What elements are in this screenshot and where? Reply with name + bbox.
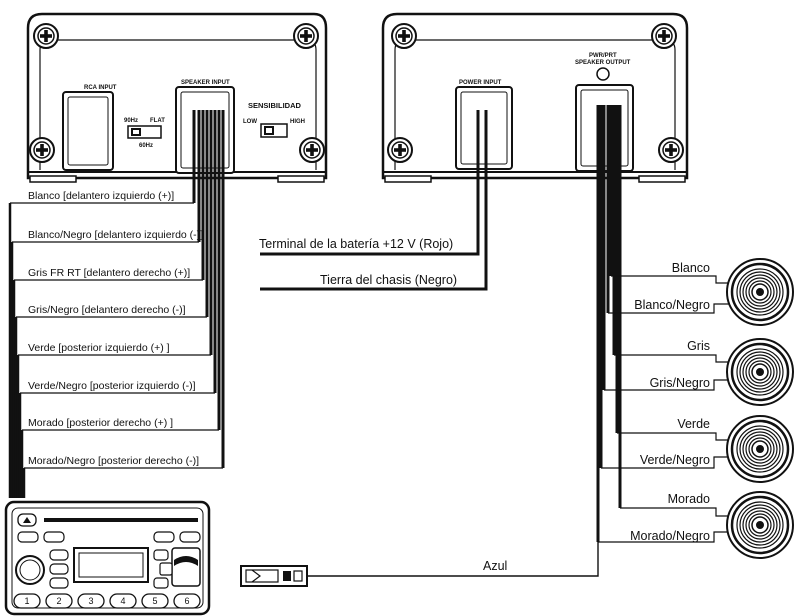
ground-wire-label: Tierra del chasis (Negro) (320, 273, 457, 287)
speaker-front-left-icon (725, 257, 794, 327)
wire-label: Morado/Negro [posterior derecho (-)] (28, 455, 199, 467)
wire-label: Verde/Negro [posterior izquierdo (-)] (28, 380, 196, 392)
preset-label: 3 (88, 596, 93, 606)
eject-icon (23, 517, 31, 523)
speaker-rear-right-icon (725, 490, 794, 560)
function-button[interactable] (153, 531, 175, 543)
speaker-wire-labels: Blanco Blanco/Negro Gris Gris/Negro Verd… (630, 261, 710, 543)
screw-icon (658, 137, 684, 163)
speaker-wire-label: Verde (677, 417, 710, 431)
speaker-input-port[interactable] (175, 86, 235, 174)
function-button[interactable] (49, 563, 69, 575)
speaker-wire-label: Blanco (672, 261, 710, 275)
speaker-input-harness (8, 110, 225, 498)
function-button[interactable] (43, 531, 65, 543)
speaker-rear-left-icon (725, 414, 794, 484)
remote-connector-icon (240, 565, 308, 587)
battery-wire-label: Terminal de la batería +12 V (Rojo) (259, 237, 453, 251)
wire-label: Morado [posterior derecho (+) ] (28, 417, 173, 429)
preset-button-4[interactable] (109, 593, 137, 609)
wire-label: Gris/Negro [delantero derecho (-)] (28, 304, 186, 316)
speaker-wire-label: Gris (687, 339, 710, 353)
radio-display (73, 547, 149, 583)
wire-label: Blanco/Negro [delantero izquierdo (-)] (28, 229, 203, 241)
speaker-output-label: SPEAKER OUTPUT (575, 60, 631, 66)
rca-input-label: RCA INPUT (84, 85, 117, 91)
function-button[interactable] (153, 577, 169, 589)
screw-icon (293, 23, 319, 49)
speaker-output-harness (306, 105, 730, 577)
preset-label: 2 (56, 596, 61, 606)
pwr-prt-led-icon (596, 67, 610, 81)
switch-flat-label: FLAT (150, 118, 165, 124)
preset-button-6[interactable] (173, 593, 201, 609)
remote-wire-label: Azul (483, 559, 507, 573)
switch-90hz-label: 90Hz (124, 118, 138, 124)
speaker-wire-label: Blanco/Negro (634, 298, 710, 312)
function-button[interactable] (17, 531, 39, 543)
preset-label: 5 (152, 596, 157, 606)
speaker-wire-label: Morado (668, 492, 710, 506)
screw-icon (299, 137, 325, 163)
preset-label: 6 (184, 596, 189, 606)
right-amplifier-unit: POWER INPUT PWR/PRT SPEAKER OUTPUT (381, 12, 689, 183)
rca-input-port[interactable] (62, 91, 114, 171)
function-button[interactable] (179, 531, 201, 543)
preset-button-2[interactable] (45, 593, 73, 609)
preset-buttons: 1 2 3 4 5 6 (13, 593, 201, 609)
screw-icon (391, 23, 417, 49)
screw-icon (29, 137, 55, 163)
power-input-port[interactable] (455, 86, 513, 170)
pwr-prt-label: PWR/PRT (589, 53, 617, 59)
switch-60hz-label: 60Hz (139, 143, 153, 149)
tape-door[interactable] (171, 547, 201, 587)
preset-label: 4 (120, 596, 125, 606)
preset-button-5[interactable] (141, 593, 169, 609)
sensitivity-label: SENSIBILIDAD (248, 101, 302, 110)
sensitivity-low-label: LOW (243, 119, 257, 125)
speaker-wire-label: Morado/Negro (630, 529, 710, 543)
harness-labels: Blanco [delantero izquierdo (+)] Blanco/… (28, 190, 203, 467)
preset-label: 1 (24, 596, 29, 606)
head-unit-radio: 1 2 3 4 5 6 (4, 500, 211, 616)
wire-label: Verde [posterior izquierdo (+) ] (28, 342, 170, 354)
disc-slot (44, 518, 198, 522)
screw-icon (33, 23, 59, 49)
function-button[interactable] (153, 549, 169, 561)
speaker-input-label: SPEAKER INPUT (181, 80, 230, 86)
power-wires (260, 110, 488, 291)
left-amplifier-unit: RCA INPUT 90Hz FLAT 60Hz SPEAKER INPUT S… (26, 12, 328, 183)
speaker-wire-label: Verde/Negro (640, 453, 710, 467)
screw-icon (387, 137, 413, 163)
screw-icon (651, 23, 677, 49)
power-input-label: POWER INPUT (459, 80, 502, 86)
speaker-front-right-icon (725, 337, 794, 407)
speaker-wire-label: Gris/Negro (650, 376, 710, 390)
function-button[interactable] (49, 549, 69, 561)
sensitivity-high-label: HIGH (290, 119, 305, 125)
preset-button-3[interactable] (77, 593, 105, 609)
wire-label: Gris FR RT [delantero derecho (+)] (28, 267, 190, 279)
preset-button-1[interactable] (13, 593, 41, 609)
function-button[interactable] (49, 577, 69, 589)
wire-label: Blanco [delantero izquierdo (+)] (28, 190, 174, 202)
